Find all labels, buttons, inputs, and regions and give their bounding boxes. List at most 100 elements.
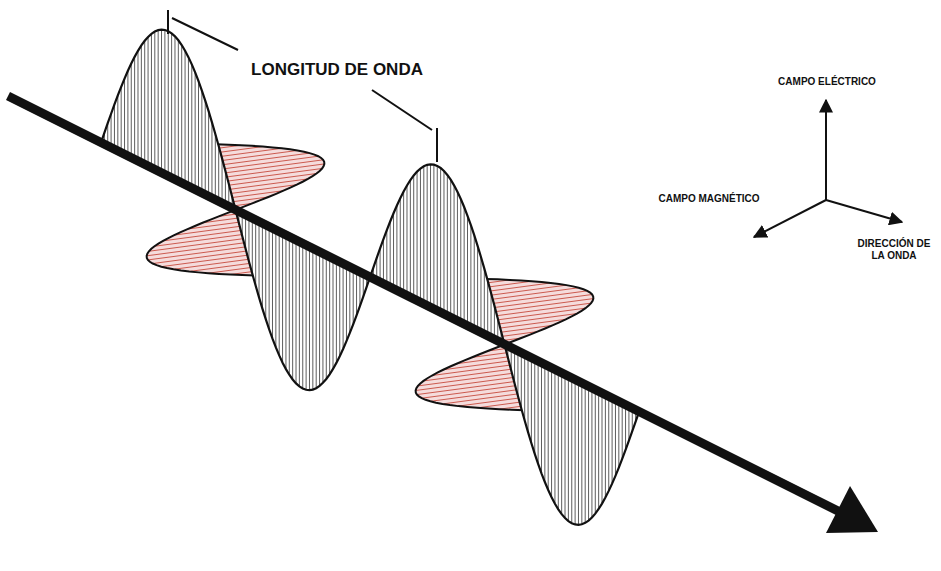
leader-line [172,18,238,50]
electric-hatch [457,192,458,321]
electric-hatch [137,51,138,161]
electric-hatch [534,360,535,454]
electric-hatch [598,392,599,509]
electric-hatch [309,247,310,390]
electric-hatch [191,64,192,188]
electric-hatch [299,242,300,387]
electric-hatch [343,264,344,349]
electric-hatch [450,180,451,318]
electric-hatch [383,239,384,284]
leader-line [372,90,432,130]
electric-hatch [282,233,283,362]
electric-hatch [114,104,115,149]
electric-hatch [571,378,572,523]
propagation-arrow [8,96,848,516]
electric-hatch [339,262,340,356]
electric-hatch [185,51,186,185]
electric-hatch [608,397,609,491]
electric-hatch [585,385,586,523]
electric-hatch [595,390,596,514]
electric-hatch [417,172,418,301]
electric-hatch [174,36,175,179]
electric-hatch [565,375,566,518]
wavelength-tick [167,10,169,34]
electric-hatch [306,245,307,390]
electric-hatch [467,216,468,326]
electric-hatch [464,207,465,324]
electric-hatch [628,407,629,441]
electric-hatch [272,228,273,338]
electric-hatch [218,146,219,201]
electric-hatch [181,45,182,183]
electric-hatch [141,45,142,162]
electric-curve [101,30,236,210]
electric-hatch [531,358,532,443]
electric-hatch [275,230,276,347]
electric-hatch [581,383,582,524]
wavelength-tick [436,128,438,162]
electric-hatch [548,366,549,490]
electric-hatch [121,87,122,153]
propagation-axis [8,96,878,533]
electric-hatch [333,259,334,369]
electric-hatch [561,373,562,514]
electric-lobe [236,210,371,390]
electric-lobe [370,164,505,344]
electric-hatch [612,398,613,483]
axis-arrow [754,200,826,237]
electric-hatch [178,40,179,181]
wavelength-label: LONGITUD DE ONDA [218,60,456,80]
electric-hatch [154,32,155,170]
electric-hatch [359,272,360,306]
electric-hatch [618,402,619,468]
electric-hatch [477,246,478,331]
electric-hatch [588,387,589,521]
electric-hatch [285,235,286,369]
axis-arrow [825,100,827,200]
electric-hatch [292,238,293,379]
electric-hatch [615,400,616,476]
electric-hatch [161,30,162,173]
electric-hatch [117,95,118,150]
electric-hatch [255,220,256,286]
electric-hatch [356,270,357,315]
electric-hatch [544,365,545,482]
wavelength-markers [168,10,437,162]
electric-hatch [312,249,313,390]
electric-hatch [326,255,327,379]
electric-lobe [505,345,640,525]
electric-hatch [474,235,475,329]
electric-hatch [454,185,455,319]
electric-hatch [406,185,407,295]
axis-arrow [826,200,902,222]
electric-hatch [127,71,128,156]
electric-hatch [329,257,330,374]
electric-hatch [423,166,424,304]
electric-hatch [480,257,481,333]
electric-hatch [198,81,199,191]
electric-hatch [484,269,485,335]
electric-hatch [393,213,394,289]
electric-hatch [259,222,260,298]
electric-hatch [151,34,152,168]
electric-hatch [403,192,404,295]
electric-hatch [222,158,223,203]
electric-hatch [386,230,387,285]
electric-hatch [420,168,421,302]
electric-hatch [437,166,438,311]
electric-hatch [296,240,297,383]
electric-hatch [289,237,290,375]
electric-hatch [440,168,441,313]
electric-hatch [269,227,270,330]
electric-hatch [316,250,317,388]
electric-hatch [124,79,125,155]
electric-hatch [568,377,569,522]
electric-hatch [248,217,249,262]
electric-hatch [205,101,206,195]
electric-hatch [433,165,434,310]
electric-hatch [252,218,253,273]
electric-hatch [353,269,354,324]
electric-hatch [279,232,280,356]
electric-hatch [521,353,522,408]
electric-hatch [575,380,576,525]
